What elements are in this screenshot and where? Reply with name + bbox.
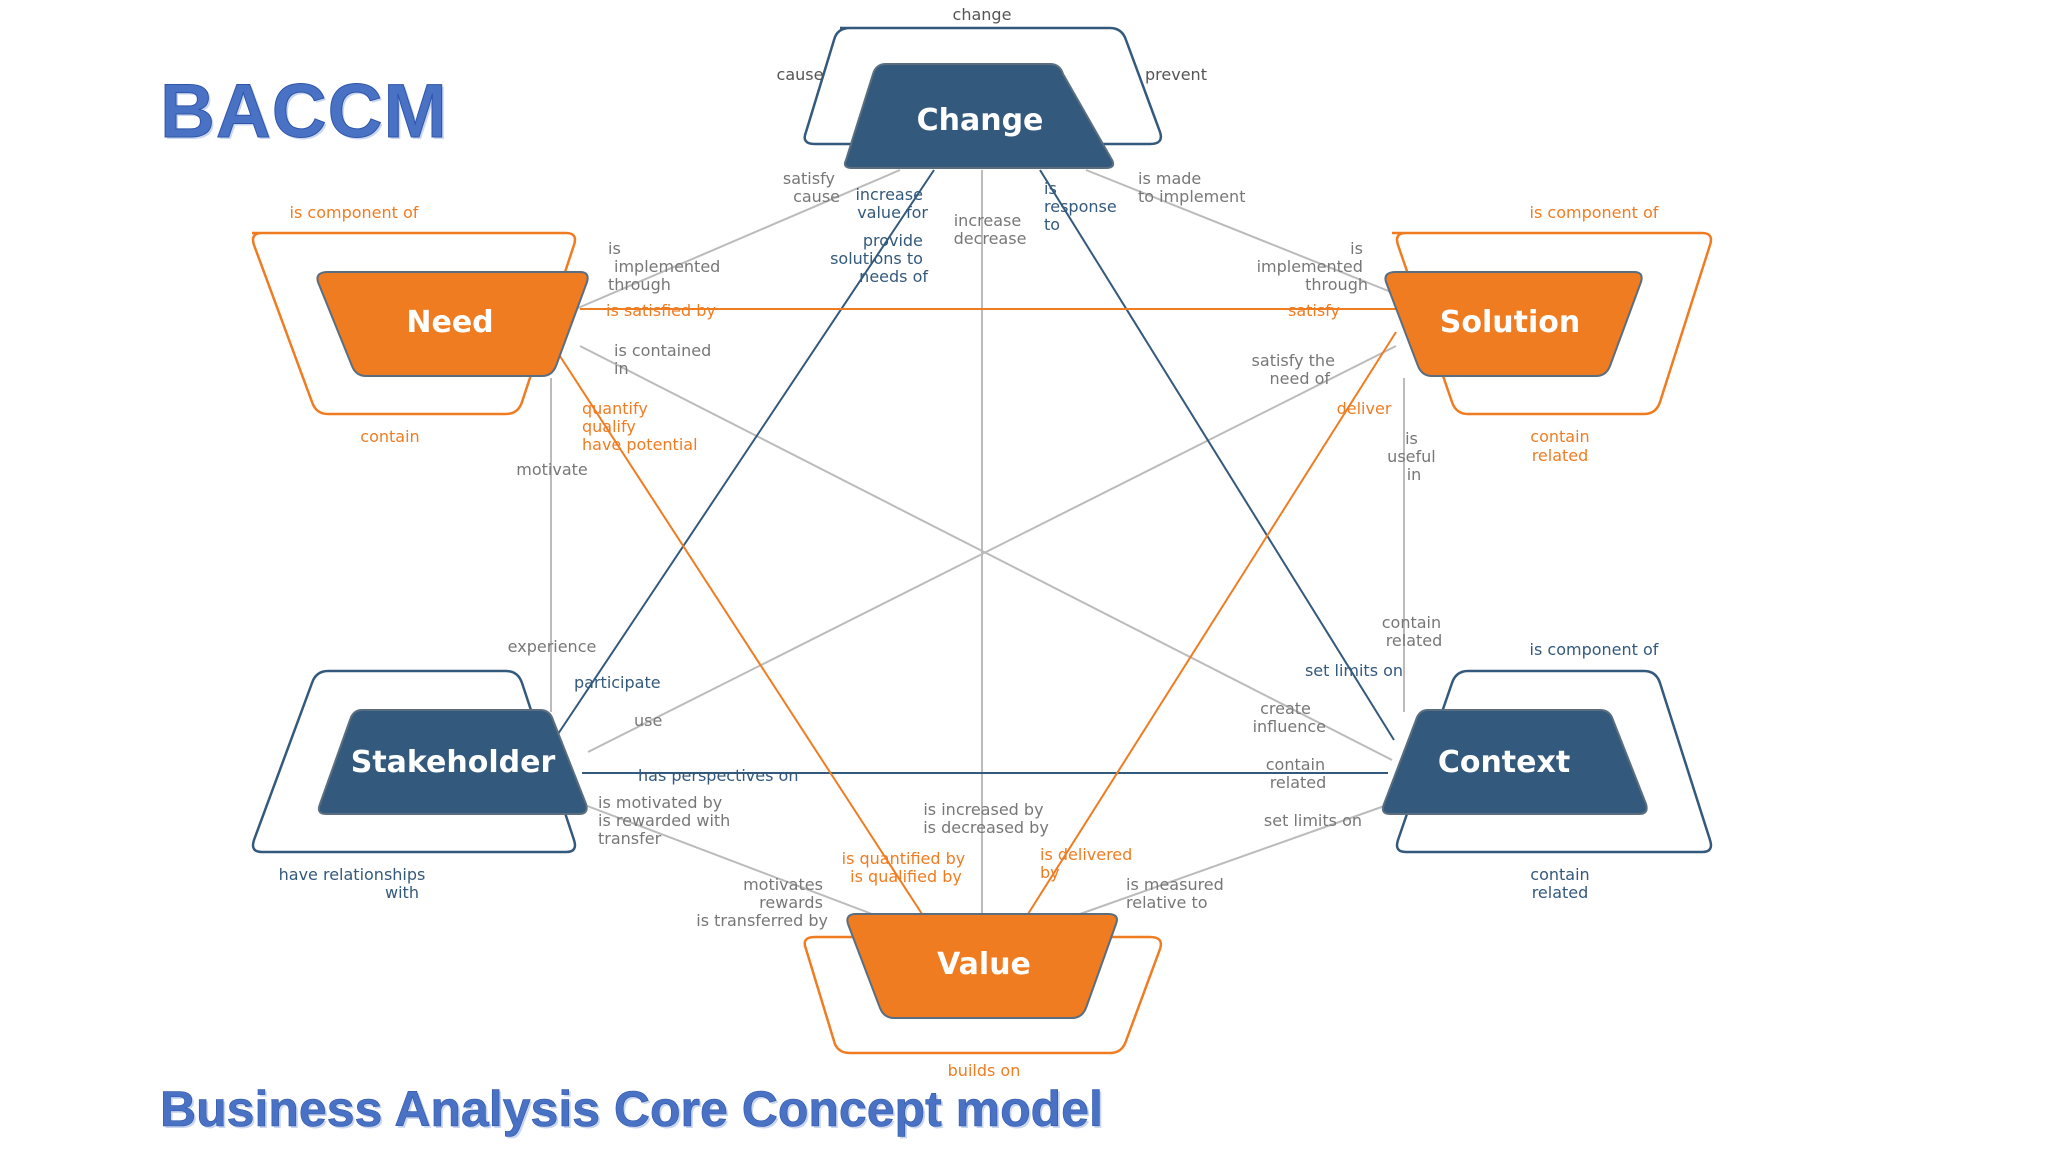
need-node: Need (316, 271, 589, 377)
rel-value-stakeholder: motivates rewards is transferred by (696, 875, 828, 930)
rel-change-value-a: increase value for (855, 185, 928, 222)
line-change-need (577, 169, 901, 309)
solution-label: Solution (1440, 305, 1580, 340)
rel-need-stakeholder: motivate (516, 460, 587, 479)
rel-stakeholder-context: has perspectives on (638, 766, 798, 785)
context-loop-top: is component of (1530, 640, 1659, 659)
change-node: Change (843, 63, 1115, 169)
rel-context-change: set limits on (1305, 661, 1403, 680)
page-title: BACCM (160, 69, 448, 155)
change-label: Change (917, 103, 1044, 138)
rel-solution-stakeholder: satisfy the need of (1252, 351, 1340, 388)
solution-loop-bottom-1: contain (1530, 427, 1589, 446)
rel-solution-context: is useful in (1387, 429, 1441, 484)
line-change-stakeholder (553, 169, 935, 741)
rel-context-solution: contain related (1382, 613, 1446, 650)
solution-node: Solution (1384, 271, 1643, 377)
rel-change-need: satisfy cause (783, 169, 840, 206)
line-context-value (1079, 803, 1391, 915)
solution-loop-bottom-2: related (1532, 446, 1589, 465)
rel-change-context: is response to (1044, 179, 1122, 234)
value-node: Value (846, 913, 1118, 1019)
connection-lines (550, 169, 1405, 930)
solution-loop-top: is component of (1530, 203, 1659, 222)
rel-change-solution: is made to implement (1138, 169, 1245, 206)
stakeholder-label: Stakeholder (351, 745, 556, 780)
rel-stakeholder-use: use (634, 711, 662, 730)
rel-context-need: create influence (1253, 699, 1326, 736)
rel-solution-change: is implemented through (1257, 239, 1368, 294)
rel-context-stakeholder: contain related (1266, 755, 1330, 792)
need-label: Need (406, 305, 493, 340)
stakeholder-node: Stakeholder (317, 709, 588, 815)
stakeholder-loop-bottom-2: with (385, 883, 419, 902)
context-node: Context (1381, 709, 1648, 815)
rel-need-change: is implemented through (608, 239, 725, 294)
rel-stakeholder-participate: participate (574, 673, 661, 692)
rel-value-change: is increased by is decreased by (923, 800, 1049, 837)
relation-labels: satisfy cause increase value for increas… (508, 169, 1446, 930)
context-loop-bottom-1: contain (1530, 865, 1589, 884)
change-loop-top: change (953, 5, 1012, 24)
change-loop-right: prevent (1145, 65, 1207, 84)
rel-solution-need: satisfy (1288, 301, 1340, 320)
rel-change-value-b: increase decrease (954, 211, 1027, 248)
stakeholder-loop (251, 669, 577, 854)
solution-loop (1392, 231, 1713, 416)
value-loop-bottom: builds on (948, 1061, 1021, 1080)
rel-need-context: is contained in (614, 341, 716, 378)
rel-value-solution: is delivered by (1040, 845, 1137, 882)
rel-context-value: set limits on (1264, 811, 1362, 830)
line-solution-stakeholder (587, 345, 1397, 753)
rel-stakeholder-value: is motivated by is rewarded with transfe… (598, 793, 735, 848)
rel-value-context: is measured relative to (1126, 875, 1229, 912)
rel-solution-value: deliver (1337, 399, 1392, 418)
rel-stakeholder-need: experience (508, 637, 597, 656)
value-label: Value (937, 947, 1031, 982)
rel-need-value: quantify qualify have potential (582, 399, 698, 454)
need-loop (251, 231, 577, 416)
line-change-solution (1085, 169, 1397, 295)
rel-need-solution: is satisfied by (606, 301, 716, 320)
line-change-context (1039, 169, 1395, 741)
self-relation-loops (251, 26, 1713, 1055)
line-need-value (555, 349, 923, 915)
line-solution-value (1027, 331, 1397, 915)
context-loop (1395, 669, 1713, 854)
line-stakeholder-value (581, 803, 873, 915)
context-loop-bottom-2: related (1532, 883, 1589, 902)
need-loop-top: is component of (290, 203, 419, 222)
loop-labels: change cause prevent is component of con… (279, 5, 1659, 1080)
rel-value-need: is quantified by is qualified by (842, 849, 971, 886)
change-loop-left: cause (777, 65, 824, 84)
page-subtitle: Business Analysis Core Concept model (160, 1081, 1103, 1138)
rel-stakeholder-change: provide solutions to needs of (830, 231, 928, 286)
value-loop (803, 935, 1163, 1055)
context-label: Context (1438, 745, 1570, 780)
need-loop-bottom: contain (360, 427, 419, 446)
stakeholder-loop-bottom-1: have relationships (279, 865, 426, 884)
concept-boxes: Change Need Solution Stakeholder Context… (316, 63, 1648, 1019)
